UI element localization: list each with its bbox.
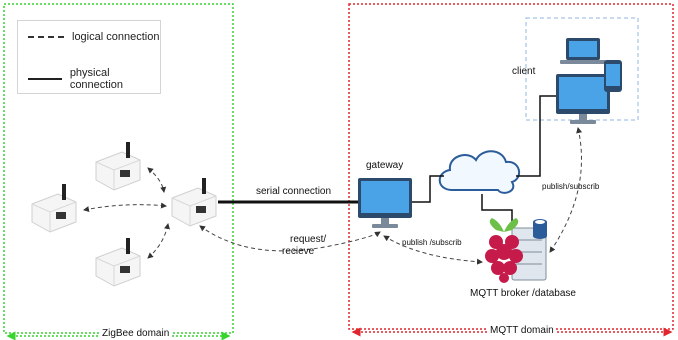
client-monitor-icon (556, 74, 610, 124)
client-publish-label: publish/subscrib (542, 182, 600, 191)
cloud-client-line (516, 95, 556, 177)
logical-link-top (147, 167, 167, 193)
gateway-broker-link (383, 235, 483, 265)
legend-solid-line (28, 78, 62, 80)
broker-label: MQTT broker /database (470, 288, 576, 299)
raspberry-pi-icon (485, 218, 523, 283)
logical-link-bottom (147, 223, 170, 259)
gateway-monitor-icon (358, 178, 412, 228)
database-icon (533, 219, 547, 239)
zigbee-coordinator-device (171, 177, 217, 227)
zigbee-end-device-left (31, 183, 77, 233)
serial-connection-label: serial connection (256, 186, 332, 197)
request-recieve-link (199, 225, 381, 252)
phone-icon (604, 60, 622, 92)
logical-link-left (83, 202, 167, 213)
cloud-icon (438, 150, 521, 194)
cloud-broker-line (481, 194, 513, 226)
request-label-line2: recieve (282, 246, 315, 257)
legend-logical-row: logical connection (28, 31, 159, 43)
client-broker-link (549, 127, 583, 253)
gateway-cloud-line (412, 175, 444, 203)
legend-box: logical connection physical connection (17, 20, 161, 94)
gateway-label: gateway (366, 160, 404, 171)
mqtt-domain-box (348, 3, 674, 330)
mqtt-domain-label: MQTT domain (488, 325, 556, 336)
legend-logical-label: logical connection (72, 31, 160, 43)
zigbee-end-device-bottom (95, 237, 141, 287)
legend-physical-label: physical connection (69, 67, 124, 91)
legend-physical-row: physical connection (28, 67, 160, 91)
gateway-publish-label: publish /subscrib (402, 238, 462, 247)
legend-dashed-line (28, 36, 64, 38)
zigbee-end-device-top (95, 141, 141, 191)
laptop-icon (560, 38, 606, 64)
client-label: client (512, 66, 536, 77)
zigbee-domain-label: ZigBee domain (100, 328, 172, 339)
broker-server-icon (511, 227, 547, 281)
request-label-line1: request/ (290, 234, 327, 245)
